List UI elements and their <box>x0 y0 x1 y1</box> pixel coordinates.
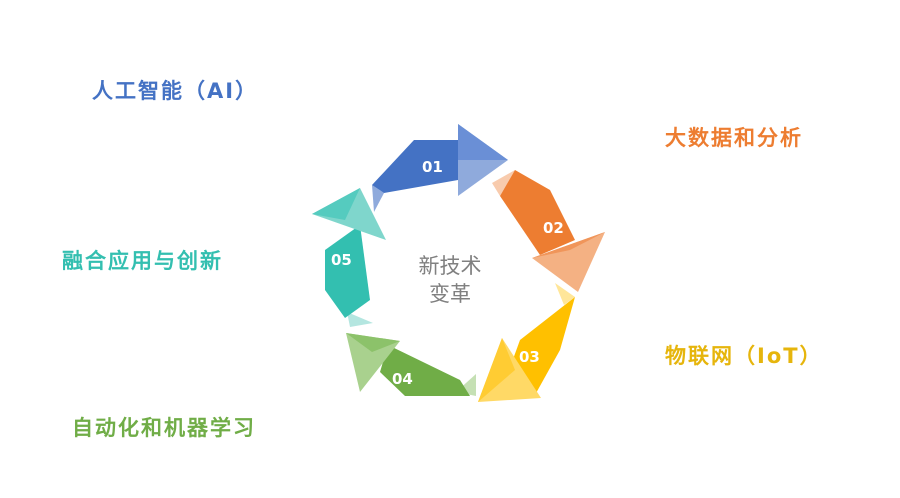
cycle-arrow-01: 01 <box>372 124 508 212</box>
step-01-label: 人工智能（AI） <box>92 79 259 103</box>
step-04-label: 自动化和机器学习 <box>72 416 256 440</box>
step-03-label: 物联网（IoT） <box>665 344 823 368</box>
step-02-number: 02 <box>543 219 564 237</box>
arrow-02-head-inner <box>532 232 605 258</box>
arrow-04-head <box>346 333 400 392</box>
step-05-number: 05 <box>331 251 352 269</box>
arrow-02-body <box>500 170 575 255</box>
step-02-label: 大数据和分析 <box>665 126 803 150</box>
arrow-03-head-inner <box>478 338 515 402</box>
cycle-arrow-05: 05 <box>312 188 386 327</box>
cycle-arrow-04: 04 <box>346 333 476 396</box>
arrow-05-tail <box>347 312 373 327</box>
center-title-line-2: 变革 <box>429 282 471 306</box>
arrow-02-tail <box>492 170 515 196</box>
arrow-02-head <box>532 232 605 292</box>
arrow-01-tail <box>372 185 384 212</box>
step-04-number: 04 <box>392 370 413 388</box>
arrow-01-head-inner <box>458 124 508 160</box>
center-title: 新技术 变革 <box>395 252 505 308</box>
cycle-arrow-02: 02 <box>492 170 605 292</box>
arrow-05-head-inner <box>312 188 360 220</box>
cycle-arrow-03: 03 <box>478 283 575 402</box>
step-05-label: 融合应用与创新 <box>62 249 223 273</box>
step-03-number: 03 <box>519 348 540 366</box>
arrow-04-head-inner <box>346 333 400 352</box>
arrow-05-head <box>312 188 386 240</box>
center-title-line-1: 新技术 <box>418 254 482 278</box>
arrow-01-body <box>372 140 458 193</box>
arrow-05-body <box>325 225 370 318</box>
arrow-03-tail <box>555 283 575 305</box>
step-01-number: 01 <box>422 158 443 176</box>
arrow-04-body <box>380 345 470 396</box>
